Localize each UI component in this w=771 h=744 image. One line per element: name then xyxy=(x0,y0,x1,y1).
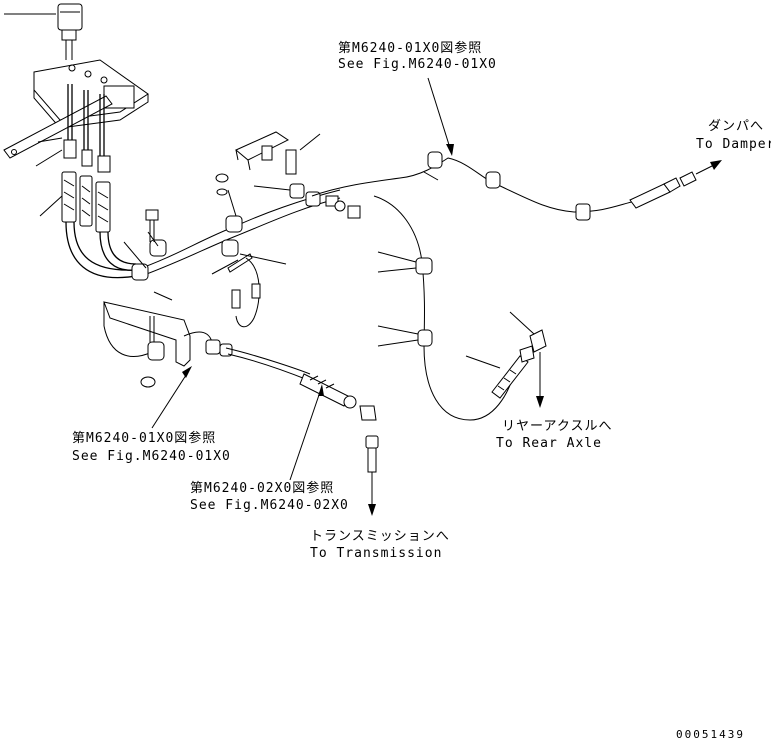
destination-damper-jp: ダンパへ xyxy=(708,119,764,134)
hose-clamps xyxy=(123,183,321,301)
reference-bottom-jp: 第M6240-02X0図参照 xyxy=(190,480,334,496)
fittings xyxy=(35,139,111,233)
reference-top: 第M6240-01X0図参照 See Fig.M6240-01X0 xyxy=(338,40,497,72)
destination-transmission: トランスミッションへ To Transmission xyxy=(310,529,450,561)
short-hose xyxy=(211,253,287,328)
transmission-hose xyxy=(225,347,379,516)
rear-axle-cable xyxy=(373,195,547,421)
manifold-bracket xyxy=(3,59,149,159)
damper-cable xyxy=(311,151,722,221)
center-bracket xyxy=(235,131,361,219)
reference-top-en: See Fig.M6240-01X0 xyxy=(338,57,497,72)
destination-rear-axle: リヤーアクスルへ To Rear Axle xyxy=(496,419,612,451)
lower-bracket xyxy=(103,301,233,388)
top-connector xyxy=(4,3,83,60)
reference-left-jp: 第M6240-01X0図参照 xyxy=(72,430,216,446)
reference-bottom-en: See Fig.M6240-02X0 xyxy=(190,498,349,513)
destination-damper-en: To Damper xyxy=(696,137,771,152)
destination-transmission-en: To Transmission xyxy=(310,546,442,561)
reference-bottom: 第M6240-02X0図参照 See Fig.M6240-02X0 xyxy=(190,480,349,513)
destination-damper: ダンパへ To Damper xyxy=(696,119,771,152)
reference-left-en: See Fig.M6240-01X0 xyxy=(72,449,231,464)
destination-rear-axle-en: To Rear Axle xyxy=(496,436,602,451)
destination-rear-axle-jp: リヤーアクスルへ xyxy=(502,419,612,434)
feed-pipes xyxy=(67,84,105,156)
bolt-set xyxy=(145,173,237,242)
reference-left: 第M6240-01X0図参照 See Fig.M6240-01X0 xyxy=(72,430,231,464)
reference-top-jp: 第M6240-01X0図参照 xyxy=(338,40,482,56)
drawing-code: 00051439 xyxy=(676,728,745,741)
reference-leaders xyxy=(151,77,454,481)
destination-transmission-jp: トランスミッションへ xyxy=(310,529,450,544)
